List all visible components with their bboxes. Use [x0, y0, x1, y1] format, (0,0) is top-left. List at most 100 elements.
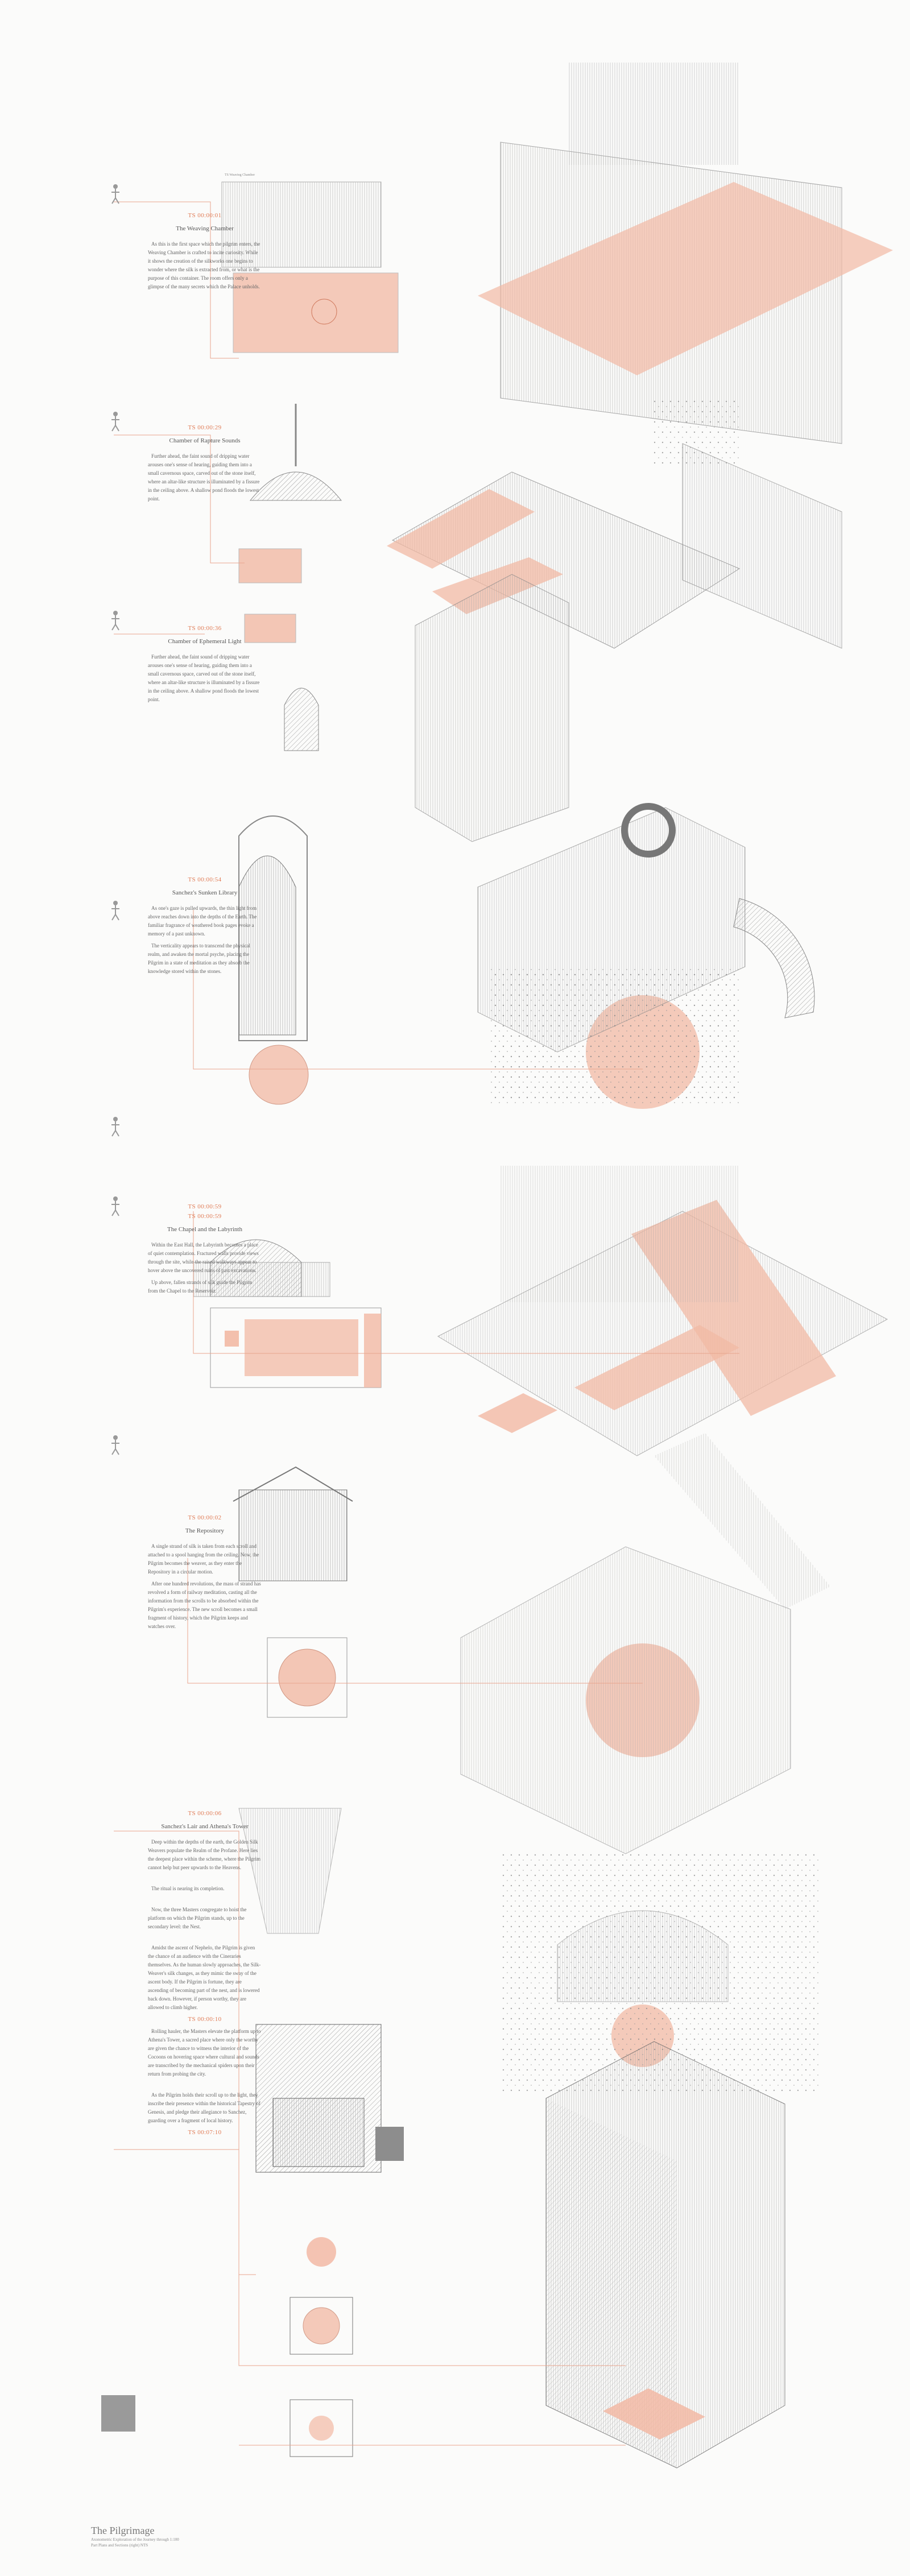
- light-plan: [244, 614, 296, 643]
- section-title: Sanchez's Sunken Library: [172, 889, 238, 896]
- timestamp: TS 00:00:01: [188, 212, 222, 219]
- timestamp-secondary: TS 00:00:59: [188, 1213, 222, 1220]
- weaving-chamber-drawings: [114, 63, 893, 466]
- tower-plan-square: [289, 2297, 353, 2355]
- section-repository: TS 00:00:02 The Repository A single stra…: [148, 1514, 262, 1634]
- timestamp: TS 00:00:29: [188, 424, 222, 431]
- repository-section: [238, 1489, 348, 1581]
- section-lair-tower: TS 00:00:06 Sanchez's Lair and Athena's …: [148, 1809, 262, 2140]
- chambers-axo-salmon-a: [387, 489, 535, 569]
- library-tower-elevation: [238, 855, 296, 1036]
- paragraph: Rolling hauler, the Masters elevate the …: [148, 2028, 261, 2077]
- tower-side-block: [375, 2127, 404, 2161]
- library-drawings: [193, 803, 815, 1109]
- leader-lair: [114, 1830, 256, 2275]
- tower-strands: [500, 1854, 819, 2093]
- leader-sound: [114, 434, 245, 564]
- section-chapel-labyrinth: TS 00:00:59 TS 00:00:59 The Chapel and t…: [148, 1203, 262, 1299]
- paragraph: Deep within the depths of the earth, the…: [148, 1839, 261, 1870]
- chapel-plan-salmon-side: [364, 1314, 381, 1388]
- labyrinth-axo-salmon-cross: [574, 1325, 739, 1410]
- tower-axo-face: [546, 2098, 677, 2468]
- pilgrim-figure-icon: [111, 412, 119, 432]
- paragraph: As one's gaze is pulled upwards, the thi…: [148, 905, 257, 937]
- section-weaving-chamber: TS 00:00:01 The Weaving Chamber As this …: [148, 212, 262, 295]
- chambers-axo-right: [682, 443, 842, 649]
- paragraph: After one hundred revolutions, the mass …: [148, 1581, 261, 1629]
- chapel-plan-salmon: [245, 1319, 358, 1376]
- paragraph: A single strand of silk is taken from ea…: [148, 1543, 259, 1575]
- leader-weaving: [114, 201, 239, 359]
- timestamp: TS 00:07:10: [188, 2129, 222, 2136]
- repository-section-roof: [233, 1466, 353, 1502]
- pilgrim-figure-icon: [111, 1435, 119, 1455]
- section-rapture-sounds: TS 00:00:29 Chamber of Rapture Sounds Fu…: [148, 424, 262, 507]
- chapel-drawings: [193, 1166, 888, 1456]
- library-axo-ring: [621, 803, 676, 858]
- repository-axo-diagonal: [654, 1433, 830, 1609]
- section-title: The Repository: [185, 1527, 225, 1534]
- tower-plan-base: [289, 2399, 353, 2457]
- section-title: Chamber of Rapture Sounds: [169, 437, 241, 444]
- labyrinth-axo-walls: [500, 1166, 739, 1302]
- section-sunken-library: TS 00:00:54 Sanchez's Sunken Library As …: [148, 876, 262, 979]
- tiny-drawing-label: TS Weaving Chamber: [225, 173, 255, 177]
- tower-axo-salmon-floor: [603, 2388, 705, 2440]
- leader-chapel: [193, 1211, 739, 1354]
- section-title: The Chapel and the Labyrinth: [167, 1226, 242, 1233]
- footer-line: Axonometric Exploration of the Journey t…: [91, 2537, 179, 2542]
- chapel-section-wings: [193, 1262, 330, 1297]
- paragraph: Within the East Hall, the Labyrinth beco…: [148, 1242, 259, 1273]
- pilgrim-figure-icon: [111, 901, 119, 921]
- pilgrim-figure-icon: [111, 611, 119, 631]
- footer-title: The Pilgrimage: [91, 2525, 155, 2536]
- chapel-plan-salmon-small: [225, 1331, 239, 1347]
- timestamp: TS 00:00:54: [188, 876, 222, 883]
- light-section-arch: [284, 688, 319, 751]
- timestamp: TS 00:00:59: [188, 1203, 222, 1210]
- weaving-plan: [233, 272, 399, 353]
- footer-caption: The Pilgrimage Axonometric Exploration o…: [91, 2525, 262, 2548]
- tower-plan-ring: [303, 2307, 340, 2345]
- tower-plan-base-circle: [309, 2416, 334, 2441]
- paragraph: The verticality appears to transcend the…: [148, 943, 250, 974]
- library-plan-circle: [249, 1045, 309, 1105]
- library-tower-body: [238, 815, 308, 1041]
- paragraph: Amidst the ascent of Nephelo, the Pilgri…: [148, 1945, 261, 2010]
- timestamp: TS 00:00:10: [188, 2016, 222, 2023]
- repository-plan-circle: [278, 1649, 336, 1707]
- leader-repository: [187, 1558, 643, 1684]
- weaving-elevation: [221, 181, 382, 268]
- pilgrim-figure-icon: [111, 184, 119, 204]
- paragraph: Up above, fallen strands of silk guide t…: [148, 1279, 253, 1294]
- lair-funnel: [238, 1808, 342, 1934]
- weaving-plan-circle: [311, 299, 337, 325]
- tower-drawings: [114, 1808, 819, 2469]
- repository-plan-walls: [267, 1637, 348, 1718]
- repository-drawings: [187, 1433, 830, 1854]
- section-title: Sanchez's Lair and Athena's Tower: [161, 1823, 249, 1830]
- paragraph: Further ahead, the faint sound of drippi…: [148, 453, 260, 502]
- tower-elevation-arches: [272, 2098, 365, 2167]
- section-title: The Weaving Chamber: [176, 225, 234, 232]
- paragraph: Further ahead, the faint sound of drippi…: [148, 654, 260, 702]
- timestamp: TS 00:00:36: [188, 625, 222, 632]
- paragraph: The ritual is nearing its completion.: [151, 1886, 225, 1891]
- sound-plan: [238, 548, 302, 583]
- pilgrim-figure-icon: [111, 1196, 119, 1216]
- leader-library: [193, 910, 643, 1070]
- pilgrim-figure-icon: [111, 1117, 119, 1137]
- timestamp: TS 00:00:02: [188, 1514, 222, 1521]
- footer-line: Part Plans and Sections (right) NTS: [91, 2543, 148, 2548]
- chambers-drawings: [114, 404, 842, 842]
- timestamp: TS 00:00:06: [188, 1810, 222, 1817]
- weaving-axo-spires: [569, 63, 739, 165]
- weaving-axo-salmon-plane: [478, 182, 893, 375]
- library-strands: [489, 967, 739, 1103]
- tower-plan-small: [307, 2237, 336, 2267]
- leader-tower: [114, 2149, 626, 2366]
- stamp-image: [101, 2395, 135, 2432]
- paragraph: Now, the three Masters congregate to hoi…: [148, 1907, 247, 1929]
- paragraph: As this is the first space which the pil…: [148, 241, 260, 289]
